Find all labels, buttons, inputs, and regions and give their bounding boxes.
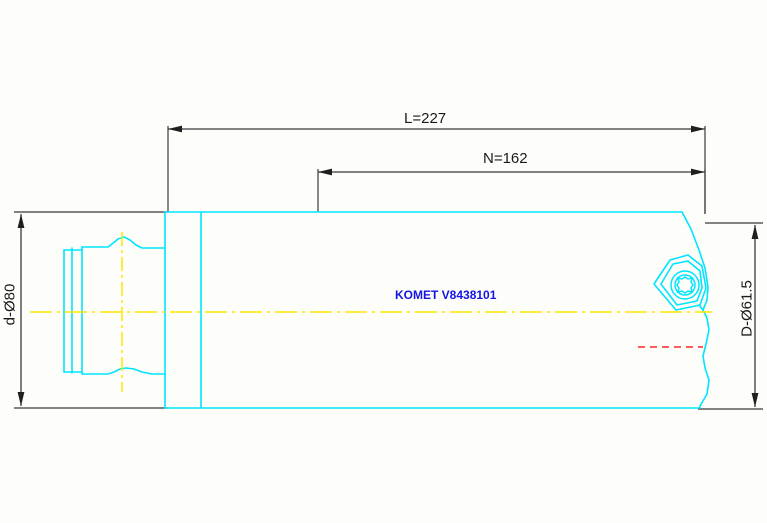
screw-head-outer-circle xyxy=(670,270,700,300)
screw-head-inner-circle xyxy=(674,274,696,296)
dimension-label-cut-diameter: D-Ø61.5 xyxy=(738,280,756,337)
screw-torx-socket xyxy=(676,276,694,294)
dim-arrow-bottom-D xyxy=(751,393,759,407)
dimension-label-length-overall: L=227 xyxy=(404,110,447,127)
triangular-insert xyxy=(653,254,707,311)
dim-arrow-top-D xyxy=(751,225,759,239)
head-upper-chamfer xyxy=(681,211,709,311)
body-profile xyxy=(165,211,700,409)
torx-clamping-screw xyxy=(670,270,700,300)
dim-arrow-right-N xyxy=(691,168,705,176)
dim-arrow-left-N xyxy=(318,168,332,176)
shank-bottom-contour xyxy=(81,367,166,375)
insert-outline xyxy=(653,254,707,311)
dimension-label-length-projection: N=162 xyxy=(483,150,528,167)
dimension-shank-diameter xyxy=(14,211,168,409)
dim-arrow-left-L xyxy=(168,125,182,133)
shank-top-contour xyxy=(81,236,166,249)
dimension-length-overall xyxy=(167,125,706,214)
axis-centerline-group xyxy=(30,232,712,392)
cutting-head-profile xyxy=(681,211,710,409)
part-number-label: KOMET V8438101 xyxy=(395,288,497,302)
head-right-face xyxy=(699,309,710,409)
dimension-cut-diameter xyxy=(698,222,763,410)
dimension-label-shank-diameter: d-Ø80 xyxy=(1,283,19,326)
shank-profile xyxy=(63,211,166,409)
dim-arrow-right-L xyxy=(691,125,705,133)
dim-arrow-bottom-d xyxy=(17,392,25,406)
insert-inner-outline xyxy=(660,260,703,306)
dimension-length-projection xyxy=(317,168,706,214)
dim-arrow-top-d xyxy=(17,214,25,228)
